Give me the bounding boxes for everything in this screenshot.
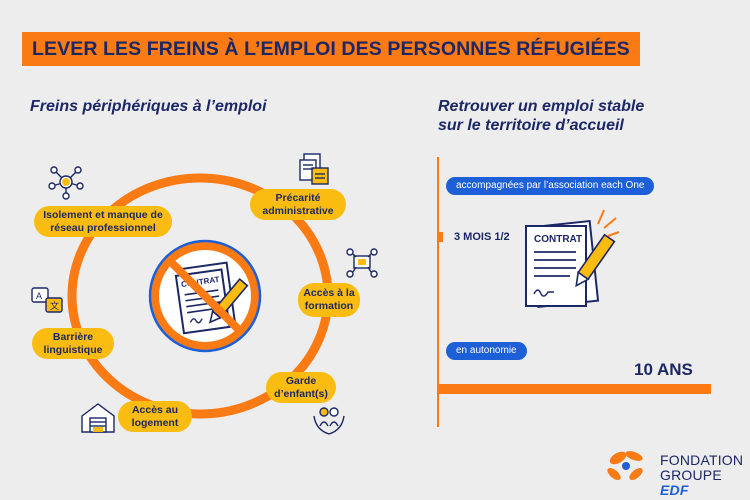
- edf-logo-icon: [607, 451, 643, 480]
- translation-icon: A 文: [31, 287, 63, 313]
- frein-pill-logement: Accès au logement: [118, 401, 192, 432]
- edf-logo-edf: EDF: [660, 482, 689, 498]
- right-subtitle-line2: sur le territoire d’accueil: [438, 117, 624, 134]
- right-contract-label: CONTRAT: [534, 234, 582, 245]
- autonomy-label: en autonomie: [446, 342, 527, 360]
- right-subtitle: Retrouver un emploi stable sur le territ…: [438, 97, 644, 135]
- edf-logo-text: FONDATION GROUPE EDF: [660, 453, 750, 498]
- frein-pill-linguistique: Barrière linguistique: [32, 328, 114, 359]
- childcare-icon: [313, 407, 345, 435]
- autonomy-duration: 10 ANS: [634, 360, 693, 379]
- edf-logo-line1: FONDATION: [660, 452, 744, 468]
- autonomy-bar: [437, 384, 711, 394]
- edf-logo-groupe: GROUPE: [660, 467, 722, 483]
- timeline-vertical-line: [437, 157, 439, 427]
- svg-text:文: 文: [50, 300, 59, 311]
- network-icon: [48, 166, 84, 200]
- right-subtitle-line1: Retrouver un emploi stable: [438, 98, 645, 115]
- frein-pill-formation: Accès à la formation: [298, 283, 360, 317]
- frein-pill-precarite: Précarité administrative: [250, 189, 346, 220]
- training-icon: [346, 248, 378, 278]
- edf-logo-line2: GROUPE EDF: [660, 468, 750, 498]
- svg-text:A: A: [36, 291, 42, 301]
- frein-pill-garde: Garde d’enfant(s): [266, 372, 336, 403]
- documents-icon: [299, 153, 329, 185]
- page-title: LEVER LES FREINS À L’EMPLOI DES PERSONNE…: [22, 32, 640, 66]
- accompanied-bar: [437, 232, 443, 242]
- forbidden-contract-icon: CONTRAT: [148, 239, 262, 353]
- accompanied-label: accompagnées par l’association each One: [446, 177, 655, 195]
- left-subtitle: Freins périphériques à l’emploi: [30, 98, 267, 115]
- frein-pill-isolement: Isolement et manque de réseau profession…: [34, 206, 172, 237]
- house-icon: [81, 403, 115, 433]
- accompanied-duration: 3 MOIS 1/2: [454, 231, 510, 243]
- contract-signed-icon: CONTRAT: [525, 209, 620, 309]
